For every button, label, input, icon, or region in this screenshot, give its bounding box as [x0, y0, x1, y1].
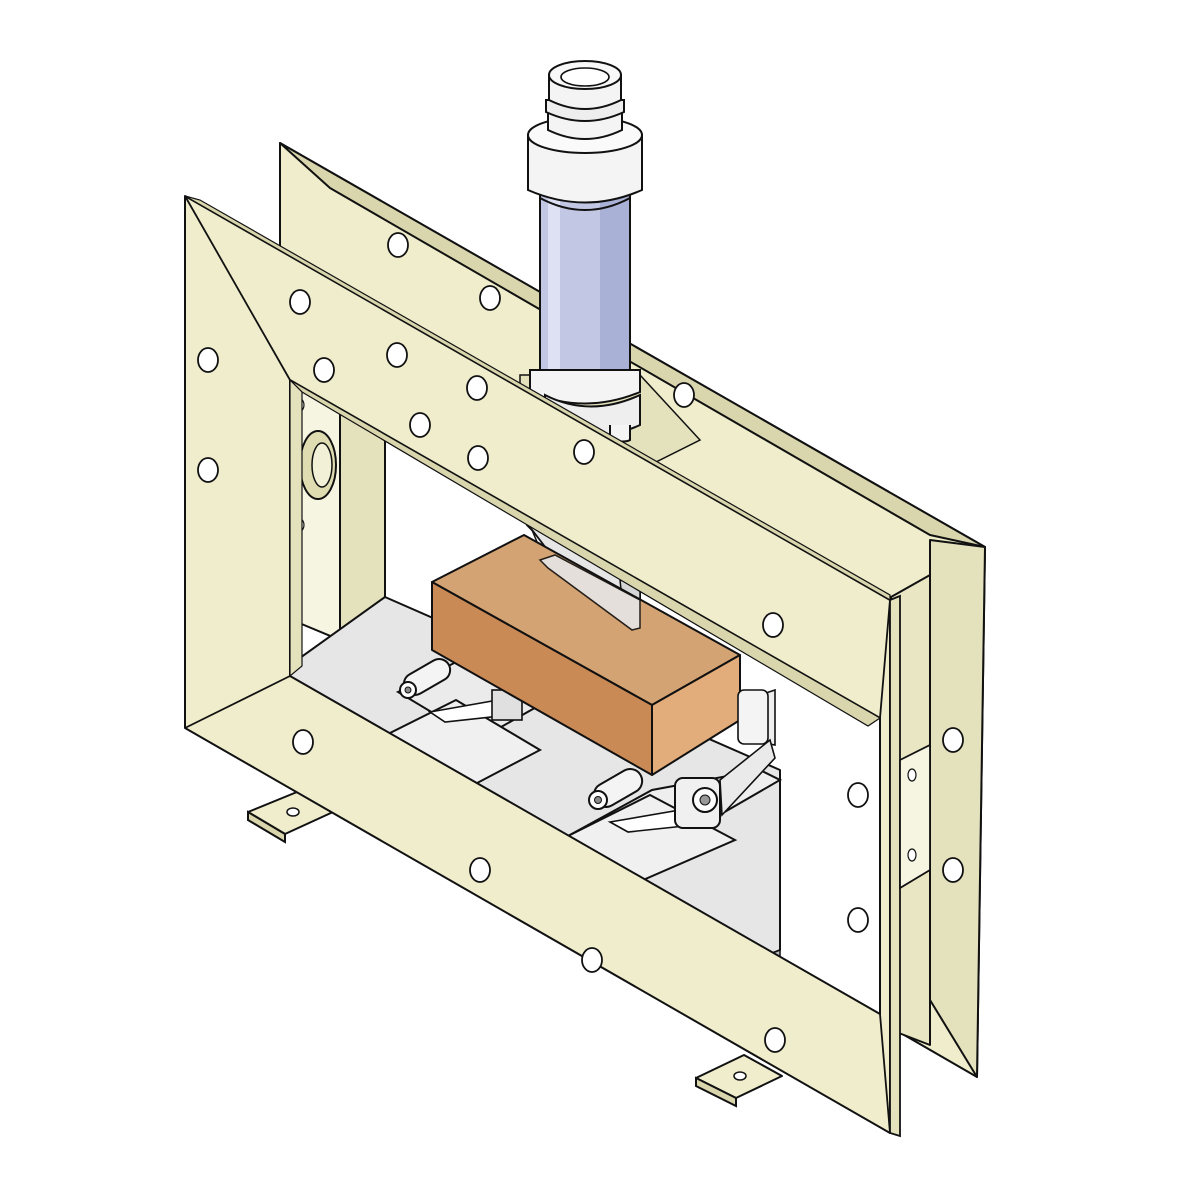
right-column [899, 743, 931, 890]
hole-icon [387, 232, 964, 883]
hole-icon [286, 807, 300, 817]
hydraulic-cylinder [519, 60, 702, 471]
front-frame [184, 195, 964, 1138]
foot-plate-left [247, 791, 334, 844]
hole-icon [733, 1071, 747, 1081]
wood-block [431, 534, 741, 776]
hole-icon [197, 289, 869, 1053]
foot-plate-right [695, 1054, 783, 1108]
